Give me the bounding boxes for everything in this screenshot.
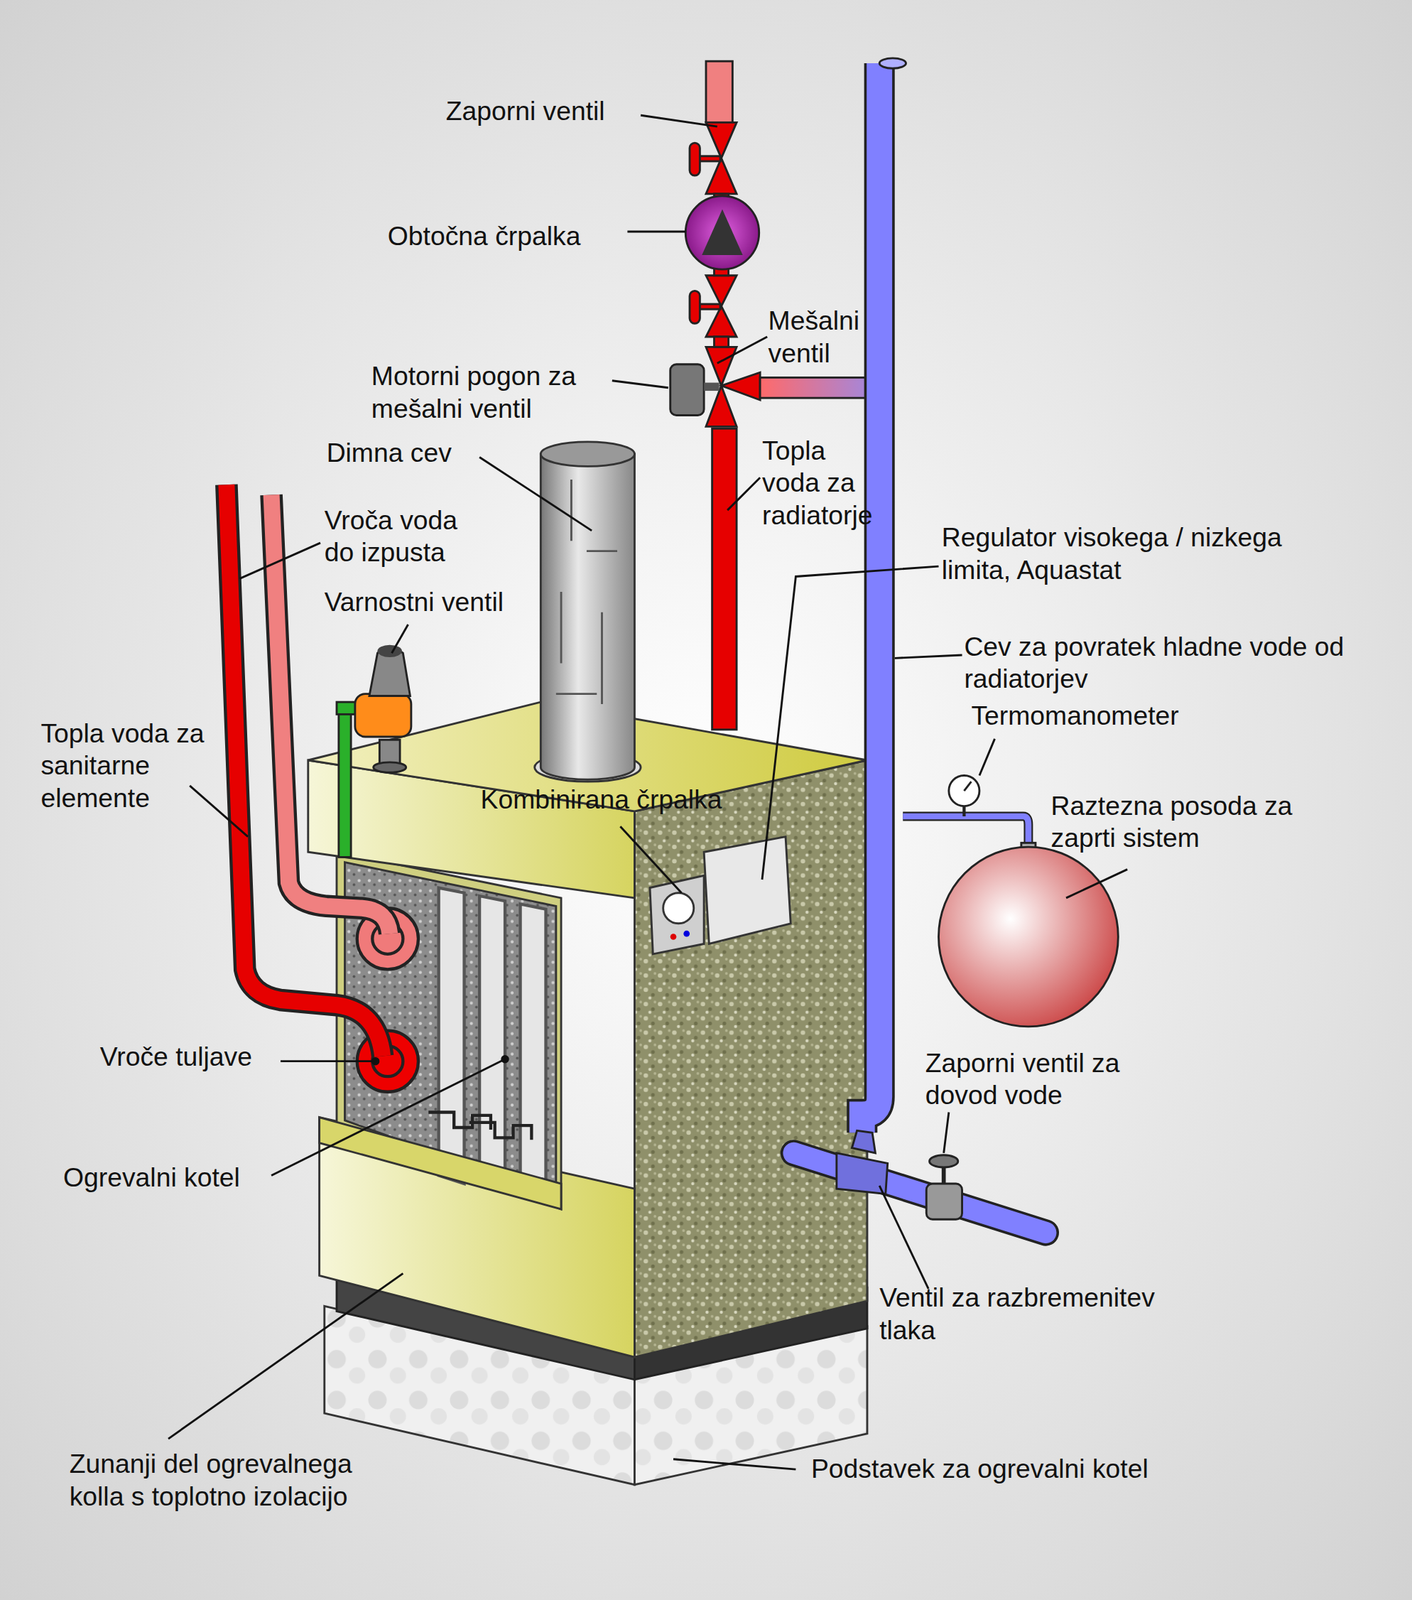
illustration-part <box>168 1272 403 1439</box>
illustration-part <box>879 1185 929 1289</box>
illustration-part <box>540 441 635 466</box>
illustration-part <box>240 542 321 579</box>
callout-label: Vroče tuljave <box>100 1040 253 1074</box>
illustration-part <box>862 63 880 1133</box>
illustration-part <box>271 1059 505 1176</box>
callout-label: Podstavek za ogrevalni kotel <box>811 1452 1149 1486</box>
illustration-part <box>962 806 966 817</box>
illustration-part <box>469 1122 532 1140</box>
illustration-part <box>713 336 729 347</box>
illustration-part <box>963 781 971 791</box>
illustration-part <box>683 930 690 937</box>
illustration-part <box>706 306 737 337</box>
illustration-part <box>902 816 1029 849</box>
illustration-part <box>706 385 737 427</box>
illustration-part <box>357 907 419 1092</box>
callout-label: Kombinirana črpalka <box>480 783 723 817</box>
illustration-part <box>670 364 704 416</box>
illustration-part <box>979 738 996 776</box>
illustration-part <box>280 1059 376 1062</box>
illustration-part <box>319 1117 562 1209</box>
callout-label: Ventil za razbremenitev tlaka <box>879 1281 1158 1346</box>
illustration-part <box>929 1154 959 1167</box>
callout-label: Zaporni ventil <box>446 95 606 128</box>
illustration-part <box>706 275 737 307</box>
leader-lines <box>168 115 1128 1469</box>
illustration-part <box>371 1056 380 1065</box>
illustration-part <box>943 1111 949 1153</box>
illustration-part <box>938 846 1119 1027</box>
illustration-part <box>479 456 592 530</box>
illustration-part <box>612 380 669 388</box>
illustration-part <box>762 566 939 880</box>
illustration-part <box>902 816 1029 849</box>
illustration-part <box>500 1054 509 1063</box>
callout-label: Obtočna črpalka <box>387 220 581 253</box>
callout-label: Topla voda za sanitarne elemente <box>40 717 243 815</box>
illustration-part <box>392 624 409 653</box>
illustration-part <box>712 428 737 730</box>
illustration-part <box>706 158 737 194</box>
illustration-part <box>479 895 505 1192</box>
illustration-part <box>701 208 743 255</box>
illustration-part <box>706 122 737 158</box>
illustration-part <box>703 836 791 944</box>
callout-label: Cev za povratek hladne vode od radiatorj… <box>963 630 1364 696</box>
illustration-part <box>689 142 700 176</box>
illustration-part <box>689 290 700 324</box>
callout-label: Zaporni ventil za dovod vode <box>925 1046 1162 1112</box>
illustration-part <box>794 1152 1047 1233</box>
illustration-part <box>634 759 868 1357</box>
illustration-part <box>926 1183 962 1219</box>
illustration-part <box>794 1152 1047 1233</box>
illustration-part <box>620 826 682 893</box>
callout-label: Termomanometer <box>970 699 1179 733</box>
illustration-part <box>520 903 547 1200</box>
callout-label: Topla voda za radiatorje <box>762 434 890 532</box>
illustration-part <box>377 644 402 657</box>
illustration-part <box>851 1130 876 1153</box>
callout-label: Vroča voda do izpusta <box>324 504 488 569</box>
callout-label: Ogrevalni kotel <box>63 1161 241 1194</box>
illustration-part <box>226 484 383 1056</box>
illustration-part <box>663 892 694 924</box>
illustration-part <box>894 654 963 658</box>
illustration-part <box>862 63 880 1133</box>
illustration-part <box>879 58 906 69</box>
illustration-part <box>189 785 248 837</box>
illustration-part <box>685 196 759 270</box>
illustration-part <box>627 230 686 233</box>
illustration-part <box>540 453 635 780</box>
illustration-part <box>670 933 677 940</box>
illustration-part <box>438 887 465 1185</box>
callout-label: Motorni pogon za mešalni ventil <box>371 360 612 425</box>
illustration-part <box>338 703 351 857</box>
illustration-part <box>371 1054 510 1065</box>
illustration-part <box>717 336 768 363</box>
illustration-part <box>438 887 547 1200</box>
callout-label: Raztezna posoda za zaprti sistem <box>1051 789 1342 855</box>
callout-label: Varnostni ventil <box>324 585 504 619</box>
illustration-part <box>721 372 761 400</box>
illustration-part <box>226 484 383 1056</box>
illustration-part <box>706 61 733 123</box>
callout-label: Regulator visokega / nizkega limita, Aqu… <box>941 521 1349 586</box>
illustration-part <box>727 477 760 510</box>
illustration-part <box>1066 869 1128 898</box>
illustration-part <box>355 693 412 737</box>
illustration-part <box>673 1458 796 1469</box>
callout-label: Dimna cev <box>326 436 452 470</box>
illustration-part <box>428 1111 532 1140</box>
illustration-part <box>703 382 720 391</box>
callout-label: Zunanji del ogrevalnega kolla s toplotno… <box>69 1447 405 1513</box>
callout-label: Mešalni ventil <box>768 304 886 370</box>
illustration-part <box>373 762 407 773</box>
illustration-part <box>706 346 737 386</box>
illustration-part <box>706 122 760 427</box>
illustration-part <box>948 775 980 807</box>
illustration-part <box>640 115 718 127</box>
